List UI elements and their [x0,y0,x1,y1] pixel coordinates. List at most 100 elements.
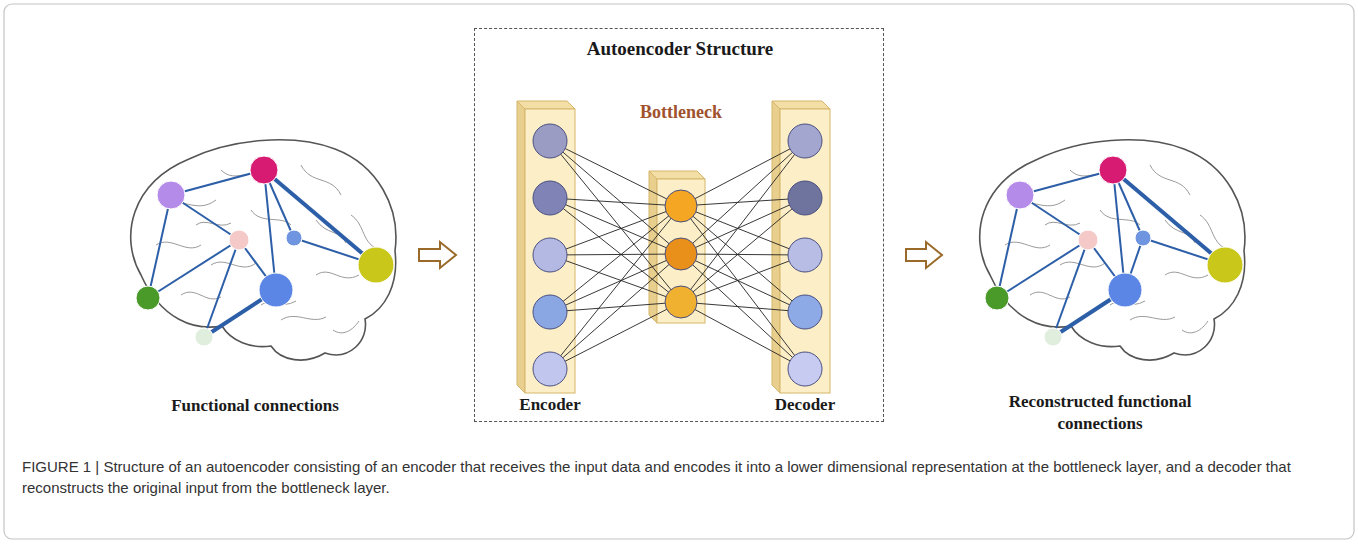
node-label: Decoder [760,394,850,416]
weight-line [550,206,681,312]
layer-panel [657,179,705,323]
neuron [665,238,697,270]
functional-connection [148,240,239,298]
brain-region [1078,230,1098,250]
brain-region [195,328,213,346]
layer-side [517,101,525,393]
brain-region [1099,156,1127,184]
brain-fold [301,165,341,195]
brain-illustration [950,125,1250,385]
brain-outline [980,140,1245,360]
brain-fold [1182,321,1208,333]
figure-caption: FIGURE 1 | Structure of an autoencoder c… [22,456,1334,498]
layer-top [649,171,705,179]
brain-region [229,230,249,250]
brain-fold [156,242,201,248]
brain-fold [181,292,221,299]
brain-fold [351,215,381,250]
brain-fold [1030,292,1070,299]
weight-line [550,141,681,254]
neuron [533,238,567,272]
brain-region [985,286,1009,310]
functional-connection [148,195,171,298]
functional-connection [264,170,376,265]
flow-arrow [419,242,456,268]
functional-connection [1053,240,1088,337]
weight-line [681,141,805,206]
weight-line [550,255,681,302]
node-label: Autoencoder Structure [479,37,881,62]
neuron [533,124,567,158]
weight-line [550,206,681,369]
brain-fold [1150,165,1190,195]
functional-connection [264,170,276,290]
functional-connection [997,195,1020,298]
weight-line [550,254,681,312]
brain-illustration [101,125,401,385]
neuron [788,181,822,215]
neuron [665,190,697,222]
brain-fold [1165,272,1208,278]
brain-fold [1165,220,1195,243]
autoencoder-box: Autoencoder StructureEncoder BottleneckDe… [474,28,884,422]
functional-connection [1113,170,1225,265]
brain-fold [1200,215,1230,250]
brain-region [157,181,185,209]
functional-connection [204,240,239,337]
neuron [788,238,822,272]
functional-connection [1113,170,1125,290]
brain-fold [211,262,256,267]
weight-line [550,254,681,369]
node-label: Reconstructed functional connections [985,391,1215,435]
brain-region [1006,181,1034,209]
weight-line [681,198,805,206]
brain-region [250,156,278,184]
neuron [788,124,822,158]
weight-line [681,302,805,369]
layer-top [772,101,830,109]
autoencoder-illustration [475,29,877,423]
weight-line [681,254,805,369]
brain-fold [1130,316,1175,320]
weight-line [681,255,805,302]
weight-line [681,141,805,302]
decoder-layer: Decoder [756,76,854,418]
brain-outline [131,140,396,360]
flow-arrow [906,242,942,268]
brain-region [259,273,293,307]
brain-fold [1060,262,1105,267]
weight-line [550,198,681,254]
weight-line [681,254,805,255]
brain-region [1207,247,1243,283]
weight-line [681,206,805,369]
node-label: Functional connections [105,395,405,417]
weight-line [681,198,805,254]
layer-panel [525,109,575,393]
node-label: Encoder [505,394,595,416]
brain-region [136,286,160,310]
encoder-layer: Encoder [501,76,599,418]
weight-line [550,198,681,302]
brain-fold [316,272,359,278]
weight-line [550,198,681,206]
weight-line [681,302,805,312]
brain-region [286,230,302,246]
neuron [533,295,567,329]
brain-region [1044,328,1062,346]
brain-fold [281,316,326,320]
brain-region [1108,273,1142,307]
bottleneck-layer: Bottleneck [622,101,740,326]
brain-fold [1005,242,1050,248]
brain-input: Functional connections [101,125,409,435]
brain-region [1135,230,1151,246]
layer-top [517,101,575,109]
weight-line [550,302,681,369]
weight-line [681,198,805,302]
brain-reconstructed: Reconstructed functional connections [950,125,1250,445]
neuron [788,295,822,329]
weight-line [550,254,681,255]
neuron [665,286,697,318]
weight-line [550,141,681,206]
weight-line [550,302,681,312]
